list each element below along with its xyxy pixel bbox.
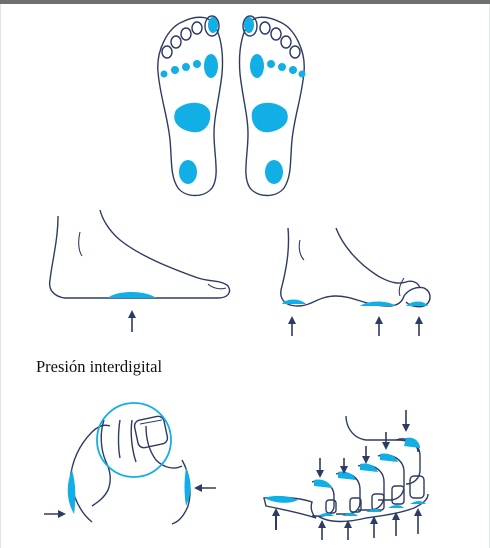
toes-interdigital-icon <box>70 415 190 524</box>
flat-foot-pressure-zone <box>108 292 156 298</box>
caption-interdigital-pressure: Presión interdigital <box>36 357 162 377</box>
sole-pressure-zones <box>161 17 306 184</box>
zoom-circle <box>97 403 171 477</box>
toes-pressure-zones <box>68 468 191 514</box>
foot-side-flat-icon <box>50 210 230 298</box>
foot-side-high-arch-icon <box>281 228 430 307</box>
toes-pressure-side-icon <box>264 416 428 522</box>
